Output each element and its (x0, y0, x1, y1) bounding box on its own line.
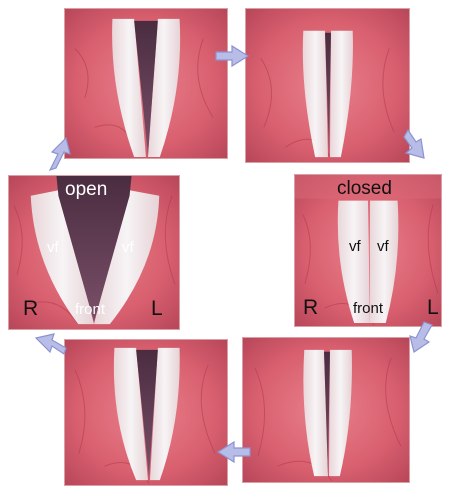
vocal-fold-image (243, 338, 409, 482)
vf-label-right: vf (122, 240, 134, 255)
vocal-fold-frame-top-left (64, 8, 228, 159)
front-label: front (75, 302, 105, 317)
vocal-fold-frame-bottom-left (64, 339, 228, 486)
side-label-right: R (23, 298, 38, 319)
side-label-right: R (303, 297, 318, 318)
vocal-fold-frame-bottom-right (242, 337, 410, 483)
vocal-fold-frame-top-right (245, 8, 410, 163)
side-label-left: L (151, 298, 163, 319)
arrow-up-left-icon (36, 334, 66, 354)
vf-label-left: vf (349, 239, 361, 254)
vf-label-right: vf (377, 239, 389, 254)
closed-title: closed (337, 179, 392, 198)
vf-label-left: vf (47, 240, 59, 255)
vocal-fold-frame-open: open vf vf R front L (8, 175, 180, 330)
open-title: open (65, 180, 107, 199)
vocal-fold-image (65, 340, 227, 485)
side-label-left: L (427, 297, 439, 318)
front-label: front (353, 301, 383, 316)
vocal-fold-image (65, 9, 227, 158)
vocal-fold-frame-closed: closed vf vf R front L (294, 174, 442, 327)
vocal-fold-image (246, 9, 409, 162)
